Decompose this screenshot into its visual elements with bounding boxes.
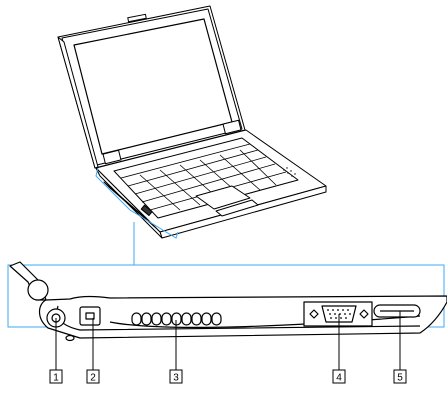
touchpad [195,185,251,210]
air-vents [131,312,222,326]
security-slot-hole [85,312,95,320]
security-lock-mark [65,334,75,342]
laptop-illustration [57,5,327,239]
callout-3-label: 3 [173,373,179,384]
keyboard [113,137,299,219]
side-view [9,261,447,342]
callout-2: 2 [86,369,100,384]
keyboard-rows [120,143,287,211]
callout-1-label: 1 [53,373,59,384]
monitor-port-screw-right [359,309,369,319]
hinge-left [102,149,122,165]
laptop-side-ports [103,181,157,229]
callout-3: 3 [169,369,183,384]
speaker-grille [283,167,296,177]
callout-5: 5 [393,369,407,384]
callout-boxes: 1 2 3 4 5 [49,369,407,384]
callout-1: 1 [49,369,63,384]
callout-5-label: 5 [397,373,403,384]
laptop-base-left [95,167,163,239]
lid-latch [127,13,147,23]
callout-leaders [55,311,401,370]
side-port-detail [140,204,153,217]
callout-2-label: 2 [90,373,96,384]
monitor-port-screw-left [309,309,319,319]
zoom-bracket [95,167,179,239]
hinge-knob [27,279,49,301]
touchpad-buttons [215,199,259,217]
callout-4-label: 4 [336,373,342,384]
callout-4: 4 [332,369,346,384]
monitor-port-pins [327,309,351,319]
hinge-right [222,119,242,135]
